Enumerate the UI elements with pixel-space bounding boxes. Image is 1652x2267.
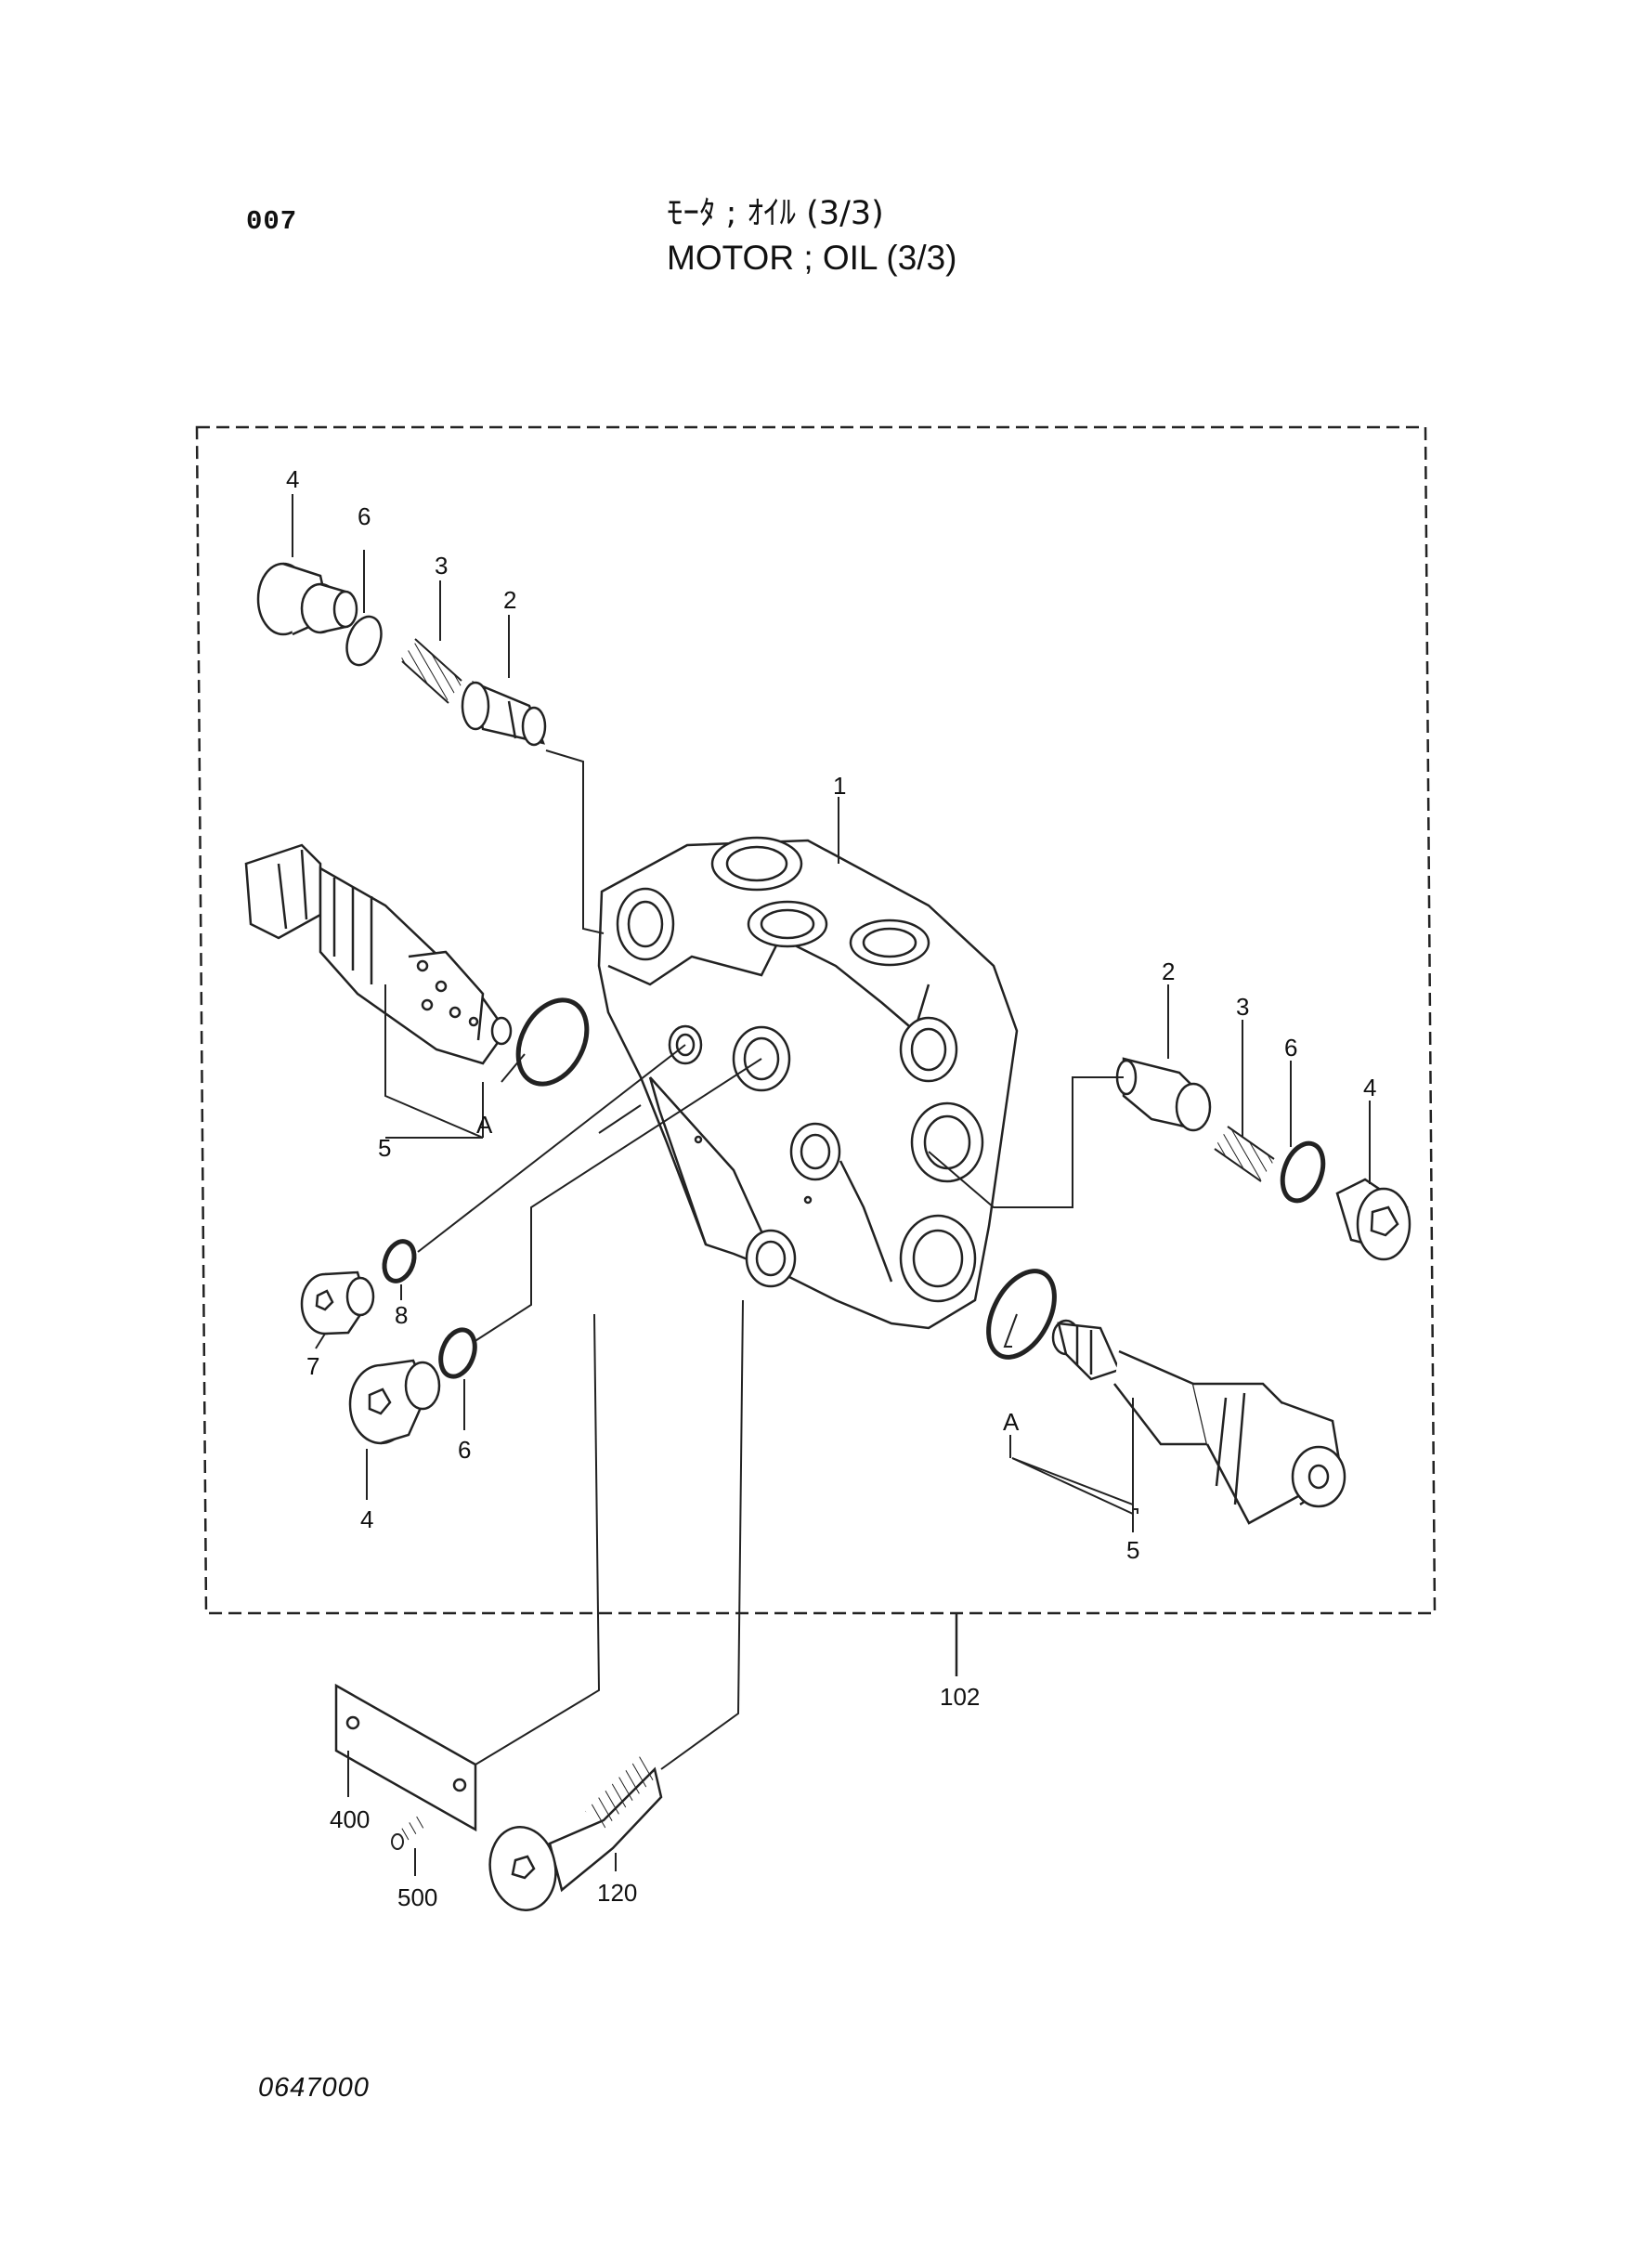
spring-right <box>1214 1126 1275 1182</box>
callout-4-right: 4 <box>1363 1074 1376 1101</box>
plug-right <box>1335 1178 1411 1261</box>
callout-2-top: 2 <box>503 586 516 614</box>
callout-6-lower: 6 <box>458 1436 471 1464</box>
callout-2-right: 2 <box>1162 958 1175 985</box>
callout-500: 500 <box>397 1883 437 1911</box>
callout-6-top: 6 <box>358 502 371 530</box>
o-ring-small <box>382 1239 417 1283</box>
relief-valve-left <box>244 843 513 1065</box>
spring-top-left <box>400 638 463 704</box>
callout-7: 7 <box>306 1352 319 1380</box>
callout-3-right: 3 <box>1236 993 1249 1021</box>
o-ring-relief-left <box>515 997 590 1087</box>
socket-bolt <box>488 1755 663 1911</box>
o-ring-right <box>1280 1140 1326 1204</box>
callout-400: 400 <box>330 1805 370 1833</box>
callout-1: 1 <box>833 772 846 800</box>
callout-3-top: 3 <box>435 552 448 580</box>
document-code: 0647000 <box>258 2073 370 2103</box>
callout-6-right: 6 <box>1284 1034 1297 1062</box>
title-japanese: ﾓｰﾀ ; ｵｲﾙ (3/3) <box>667 195 884 232</box>
leader-lines <box>292 494 1371 1876</box>
callout-5-right: 5 <box>1126 1536 1139 1564</box>
plug-small <box>300 1270 375 1335</box>
o-ring-relief-right <box>986 1269 1057 1360</box>
spool-top-left <box>461 680 547 747</box>
page-title: ﾓｰﾀ ; ｵｲﾙ (3/3) MOTOR ; OIL (3/3) <box>667 191 957 280</box>
assembly-boundary <box>195 425 1437 1615</box>
valve-body <box>597 836 1019 1330</box>
screw <box>391 1815 427 1850</box>
callout-8: 8 <box>395 1301 408 1329</box>
callout-4-top: 4 <box>286 465 299 493</box>
o-ring-lower <box>438 1327 477 1379</box>
callout-120: 120 <box>597 1879 637 1907</box>
relief-valve-right <box>1051 1319 1346 1525</box>
callout-4-lower: 4 <box>360 1505 373 1533</box>
spool-right <box>1115 1057 1212 1132</box>
title-english: MOTOR ; OIL (3/3) <box>667 239 957 277</box>
o-ring-top-left <box>345 615 383 667</box>
callout-a-right: A <box>1003 1408 1020 1436</box>
plug-top-left <box>256 562 358 636</box>
name-plate <box>334 1683 477 1832</box>
page-number: 007 <box>246 206 298 237</box>
plug-lower <box>348 1359 441 1445</box>
callout-5-left: 5 <box>378 1134 391 1162</box>
callout-a-left: A <box>476 1111 493 1139</box>
callout-102: 102 <box>940 1683 980 1711</box>
